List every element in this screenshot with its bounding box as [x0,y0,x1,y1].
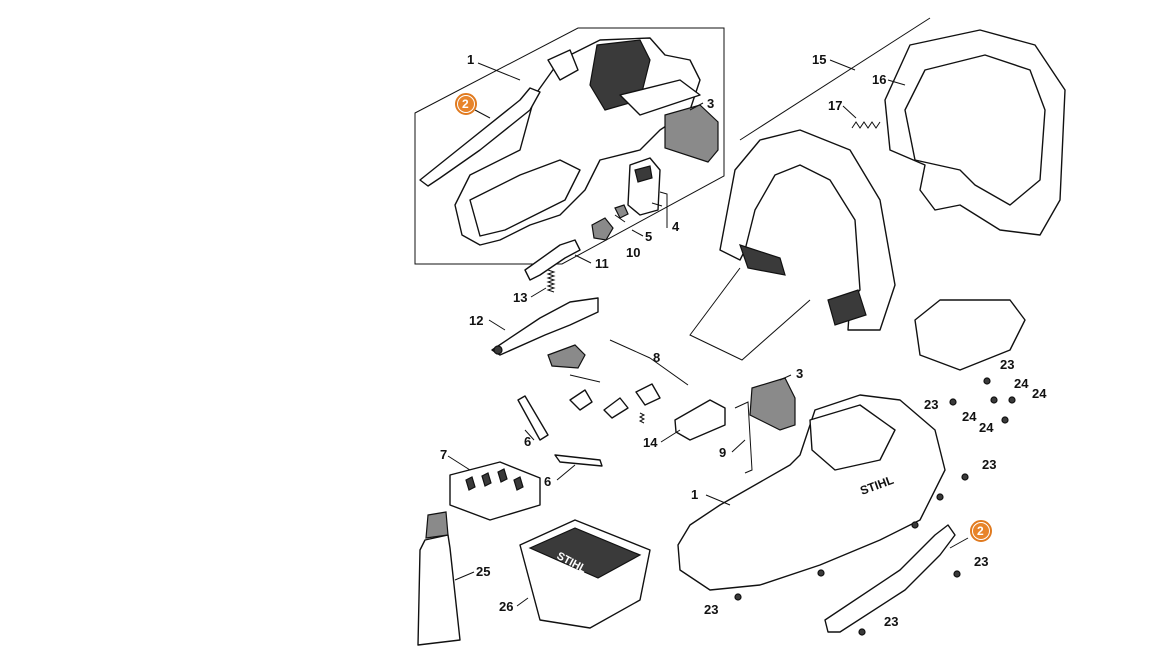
leaf-spring-6b [554,454,603,467]
label-26: 26 [499,599,513,614]
housing-half-top [454,37,701,246]
loop-handle [689,129,896,361]
label-3-mid: 3 [796,366,803,381]
label-17: 17 [828,98,842,113]
label-7: 7 [440,447,447,462]
connector-block-7 [449,461,541,521]
handle-mount [914,299,1026,371]
label-24-c: 24 [962,409,977,424]
leader-lines [447,59,969,607]
label-11: 11 [595,256,609,271]
callout-2-bottom-highlight: 2 [970,520,992,542]
label-23-a: 23 [1000,357,1014,372]
foam-pad-top [664,104,719,163]
label-10: 10 [626,245,640,260]
label-15: 15 [812,52,826,67]
spring-17 [851,121,881,129]
label-9: 9 [719,445,726,460]
allen-key-9 [734,401,753,474]
leaf-spring-6a [517,395,549,441]
label-16: 16 [872,72,886,87]
label-1-bottom: 1 [691,487,698,502]
label-23-e: 23 [704,602,718,617]
label-2-bottom: 2 [977,524,984,538]
label-12: 12 [469,313,483,328]
foam-pad-mid [749,377,796,431]
label-23-c: 23 [982,457,996,472]
housing-main: STIHL [677,394,946,591]
label-23-b: 23 [924,397,938,412]
handle-assembly-line [739,17,931,141]
contact-holder-14 [674,399,726,441]
label-2-top: 2 [462,97,469,111]
label-6-a: 6 [524,434,531,449]
label-6-b: 6 [544,474,551,489]
label-25: 25 [476,564,490,579]
assembly-box-housing [414,27,725,265]
callout-labels: 1 3 4 5 10 11 13 12 8 3 6 6 14 9 7 25 26… [440,52,1047,629]
switch-assembly [614,157,668,228]
trigger-lever-bottom [824,524,956,633]
label-3-top: 3 [707,96,714,111]
label-23-f: 23 [884,614,898,629]
label-14: 14 [643,435,658,450]
switch-parts-8 [547,344,661,424]
label-24-d: 24 [979,420,994,435]
label-4: 4 [672,219,680,234]
label-13: 13 [513,290,527,305]
rear-handle-16 [884,29,1066,236]
label-5: 5 [645,229,652,244]
grease-tube-25 [417,511,461,646]
label-23-d: 23 [974,554,988,569]
label-24-a: 24 [1014,376,1029,391]
trigger-12 [491,297,599,356]
spring-13 [546,269,556,293]
switch-slider [591,217,614,241]
trigger-lever-top [419,87,541,187]
lockout-lever [524,239,581,281]
screws [734,377,1016,636]
label-24-b: 24 [1032,386,1047,401]
label-8: 8 [653,350,660,365]
callout-2-top-highlight: 2 [455,93,477,115]
label-1-top: 1 [467,52,474,67]
cover-26: STIHL [519,519,651,629]
